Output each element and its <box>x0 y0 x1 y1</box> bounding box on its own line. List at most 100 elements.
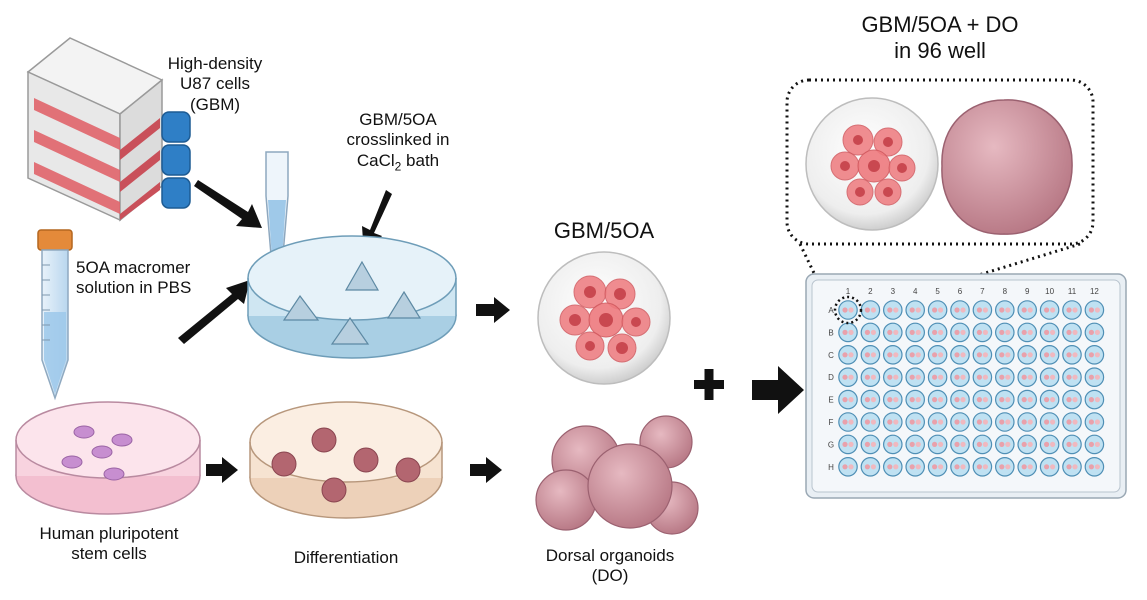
plate-well <box>1039 322 1060 343</box>
well-gbm-dot <box>848 329 854 335</box>
plate-well <box>1084 344 1105 365</box>
plate-well <box>1084 367 1105 387</box>
plate-well <box>927 389 948 410</box>
cacl2-bath-dish <box>247 235 457 359</box>
u87-cells-label: High-density U87 cells (GBM) <box>167 54 263 114</box>
well-gbm-dot <box>982 441 989 447</box>
well-gbm-dot <box>848 374 854 380</box>
plate-column-label: 2 <box>868 287 873 296</box>
plate-well <box>860 412 881 432</box>
well-organoid-dot <box>1088 397 1094 403</box>
well-organoid-dot <box>932 397 938 403</box>
well-organoid-dot <box>1021 419 1027 425</box>
arrow-icon <box>194 180 262 228</box>
plate-well <box>1084 322 1105 343</box>
plate-well <box>882 367 903 387</box>
plate-well <box>950 389 970 410</box>
process-arrows <box>206 297 804 483</box>
well-gbm-dot <box>848 441 854 447</box>
well-gbm-dot <box>893 397 899 403</box>
well-gbm-dot <box>938 374 944 380</box>
plate-row-label: F <box>829 418 834 427</box>
plate-well <box>950 456 970 477</box>
plate-well <box>905 344 925 365</box>
plate-column-label: 6 <box>958 287 963 296</box>
well-organoid-dot <box>909 352 915 358</box>
plus-icon <box>694 369 724 400</box>
well-organoid-dot <box>887 374 893 380</box>
well-organoid-dot <box>1044 352 1050 358</box>
plate-well <box>1062 322 1082 343</box>
well-gbm-dot <box>1027 307 1033 313</box>
differentiation-dish <box>249 401 443 519</box>
plate-well <box>905 456 925 477</box>
plate-column-label: 9 <box>1025 287 1030 296</box>
well-gbm-dot <box>1027 397 1033 403</box>
plate-well <box>994 300 1015 320</box>
well-organoid-dot <box>887 397 893 403</box>
well-gbm-dot <box>915 352 921 358</box>
well-gbm-dot <box>938 419 944 425</box>
well-gbm-dot <box>938 329 944 335</box>
well-organoid-dot <box>887 329 893 335</box>
well-organoid-dot <box>954 464 960 470</box>
plate-well <box>927 344 948 365</box>
well-organoid-dot <box>864 419 871 425</box>
plate-column-label: 7 <box>980 287 985 296</box>
well-gbm-dot <box>893 352 899 358</box>
well-organoid-dot <box>999 419 1005 425</box>
well-gbm-dot <box>960 441 966 447</box>
plate-well <box>994 322 1015 343</box>
dorsal-organoids-label: Dorsal organoids (DO) <box>545 546 675 586</box>
plate-well <box>838 344 858 365</box>
well-gbm-dot <box>1027 374 1033 380</box>
plate-well <box>972 412 993 432</box>
large-arrow-icon <box>752 366 804 414</box>
plate-well <box>1062 367 1082 387</box>
well-organoid-dot <box>954 329 960 335</box>
well-organoid-dot <box>909 441 915 447</box>
well-gbm-dot <box>1094 374 1100 380</box>
gbm-5oa-sphere <box>537 251 671 385</box>
well-organoid-dot <box>976 307 983 313</box>
well-gbm-dot <box>982 352 989 358</box>
well-gbm-dot <box>1027 464 1033 470</box>
well-organoid-dot <box>842 419 848 425</box>
plate-well <box>950 412 970 432</box>
plate-well <box>882 434 903 455</box>
plate-well <box>972 434 993 455</box>
well-gbm-dot <box>982 397 989 403</box>
well-gbm-dot <box>1050 419 1056 425</box>
well-gbm-dot <box>982 329 989 335</box>
well-organoid-dot <box>1066 329 1072 335</box>
plate-well <box>1084 389 1105 410</box>
well-organoid-dot <box>1066 464 1072 470</box>
plate-well <box>1062 389 1082 410</box>
plate-column-label: 8 <box>1003 287 1008 296</box>
well-gbm-dot <box>960 397 966 403</box>
plate-well <box>838 300 858 320</box>
well-organoid-dot <box>909 307 915 313</box>
plate-well <box>994 389 1015 410</box>
plate-well <box>882 344 903 365</box>
plate-well <box>905 300 925 320</box>
plate-well <box>1017 300 1037 320</box>
well-organoid-dot <box>954 374 960 380</box>
well-organoid-dot <box>1088 464 1094 470</box>
well-gbm-dot <box>1072 307 1078 313</box>
well-gbm-dot <box>870 352 877 358</box>
plate-well <box>927 434 948 455</box>
dorsal-organoids <box>535 415 699 535</box>
conical-tube <box>37 229 73 401</box>
well-gbm-dot <box>870 397 877 403</box>
well-gbm-dot <box>1094 307 1100 313</box>
hydrogel-droplets <box>282 260 422 345</box>
well-gbm-dot <box>848 397 854 403</box>
plate-row-label: E <box>828 396 833 405</box>
well-organoid-dot <box>1044 307 1050 313</box>
well-organoid-dot <box>1044 441 1050 447</box>
well-organoid-dot <box>842 397 848 403</box>
plate-well <box>1039 344 1060 365</box>
well-organoid-dot <box>1066 307 1072 313</box>
well-gbm-dot <box>960 464 966 470</box>
